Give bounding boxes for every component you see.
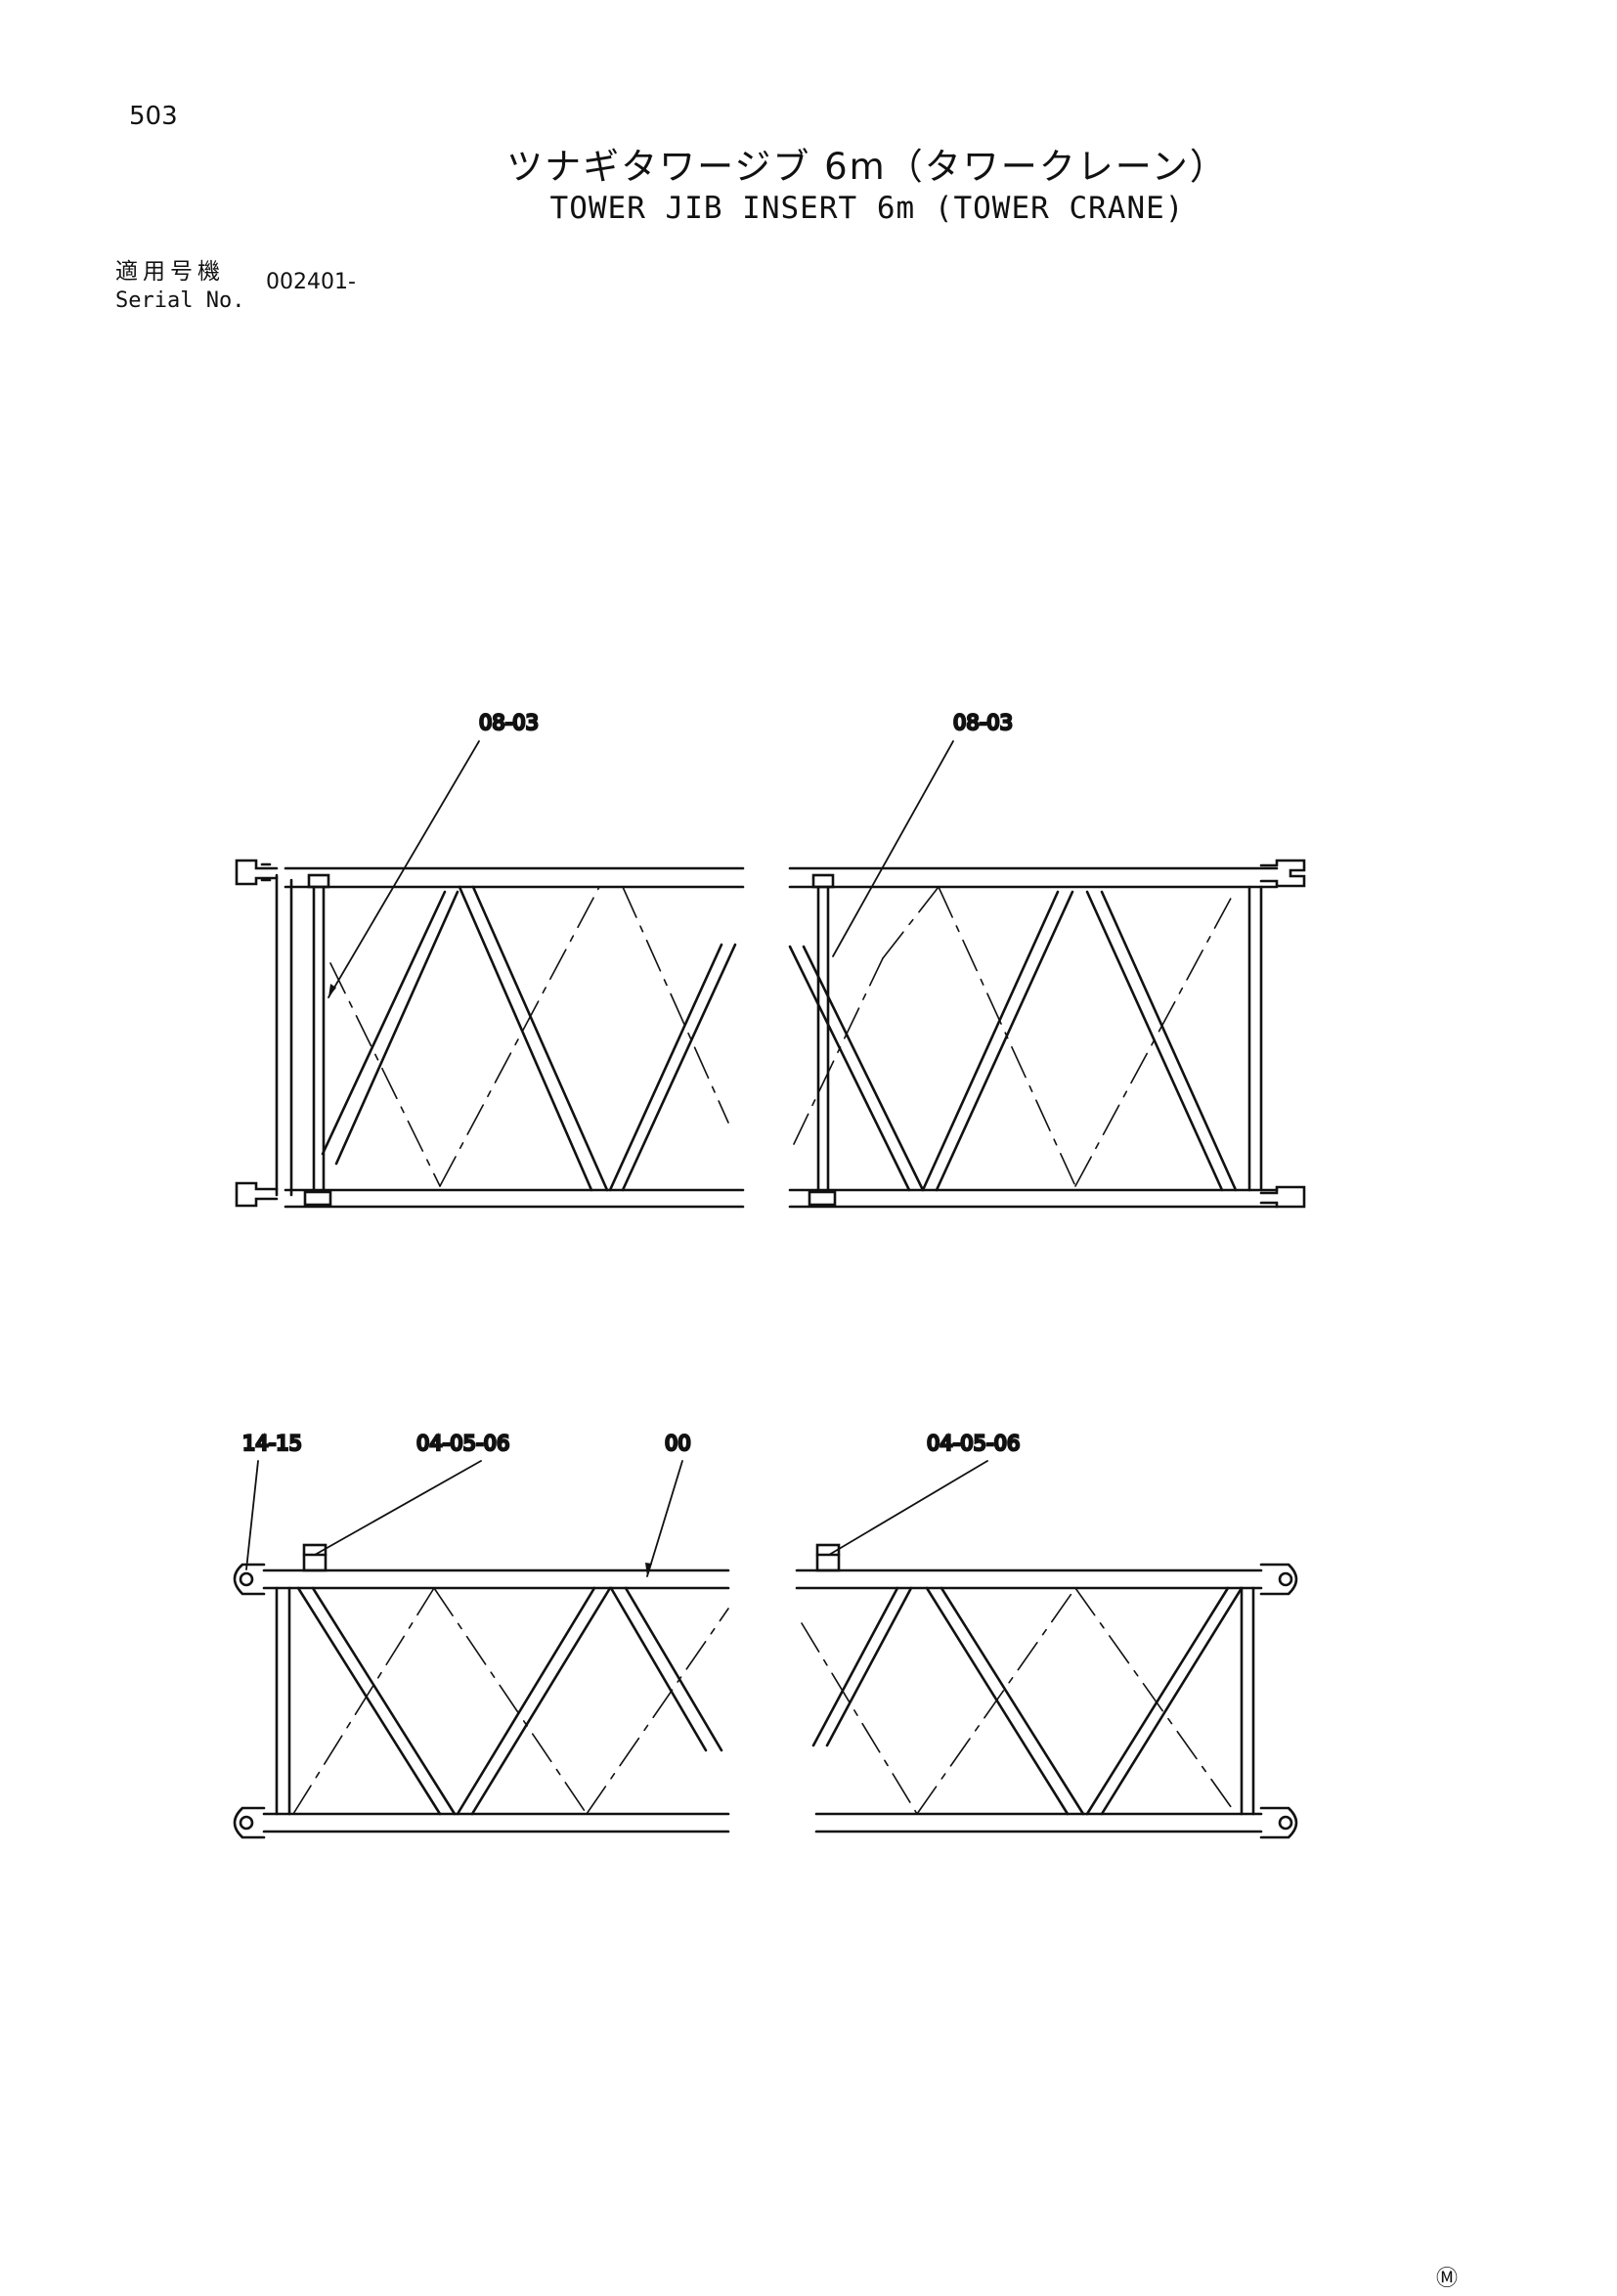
- callout-00: 00: [665, 1432, 691, 1455]
- side-view-left-segment: [233, 1543, 730, 1839]
- top-view-right-segment: [788, 859, 1306, 1209]
- callout-14-15: 14-15: [242, 1432, 302, 1455]
- serial-number-value: 002401-: [266, 270, 356, 294]
- serial-label-jp: 適用号機: [115, 259, 225, 285]
- page-title-en: TOWER JIB INSERT 6m (TOWER CRANE): [549, 191, 1185, 226]
- page-title-jp: ツナギタワージブ 6m（タワークレーン）: [506, 146, 1228, 188]
- callout-04-05-06-right: 04-05-06: [927, 1432, 1020, 1455]
- callout-leaders: [245, 740, 988, 1577]
- serial-label-en: Serial No.: [115, 288, 245, 313]
- top-view-left-segment: [235, 859, 745, 1209]
- callout-08-03-left: 08-03: [479, 711, 539, 734]
- side-view-right-segment: [795, 1543, 1298, 1839]
- callout-04-05-06-left: 04-05-06: [416, 1432, 509, 1455]
- manufacturer-mark: Ⓜ: [1435, 2267, 1458, 2291]
- callout-08-03-right: 08-03: [953, 711, 1013, 734]
- page-number: 503: [129, 102, 178, 131]
